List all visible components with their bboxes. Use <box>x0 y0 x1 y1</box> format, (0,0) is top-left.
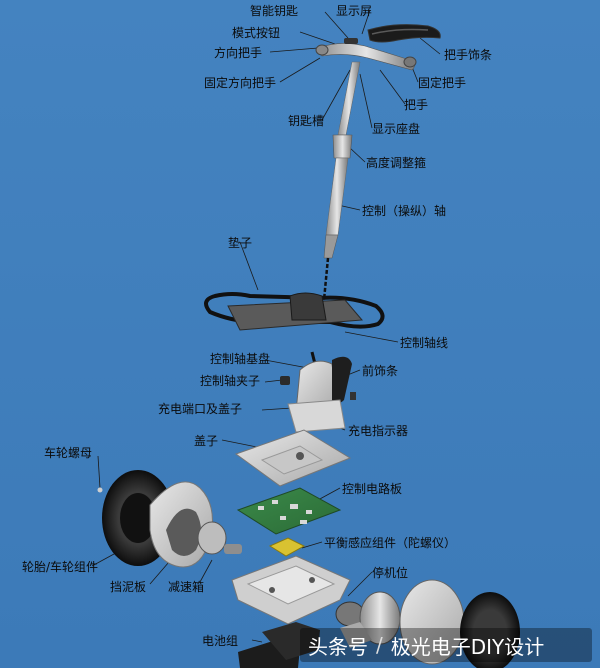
label-charge-port-cover: 充电端口及盖子 <box>158 402 243 416</box>
cover-plate <box>234 429 352 487</box>
watermark: 头条号 / 极光电子DIY设计 <box>300 628 592 662</box>
leader-lines <box>91 9 441 643</box>
label-gyro-sensor: 平衡感应组件（陀螺仪） <box>324 536 457 550</box>
label-control-shaft-wire: 控制轴线 <box>400 336 449 350</box>
label-fixed-direction-handle: 固定方向把手 <box>204 76 277 90</box>
control-shaft <box>322 61 361 301</box>
label-battery: 电池组 <box>202 634 239 648</box>
label-charge-indicator: 充电指示器 <box>348 424 409 438</box>
label-wheel-nut: 车轮螺母 <box>44 446 93 460</box>
label-key-slot: 钥匙槽 <box>288 114 325 128</box>
circuit-board <box>236 487 342 535</box>
label-direction-handle: 方向把手 <box>214 46 263 60</box>
label-fixed-handle: 固定把手 <box>418 76 467 90</box>
label-mode-button: 模式按钮 <box>232 26 281 40</box>
label-stop-bit: 停机位 <box>372 566 409 580</box>
label-front-trim: 前饰条 <box>362 364 399 378</box>
handlebar <box>315 24 441 71</box>
watermark-author: 极光电子DIY设计 <box>390 634 545 659</box>
label-cover: 盖子 <box>194 434 219 448</box>
label-control-shaft-base: 控制轴基盘 <box>210 352 271 366</box>
label-control-shaft-clip: 控制轴夹子 <box>200 374 261 388</box>
label-height-adjust-hoop: 高度调整箍 <box>366 156 427 170</box>
shaft-base <box>280 351 356 433</box>
watermark-source: 头条号 <box>308 634 368 659</box>
label-display-base: 显示座盘 <box>372 122 421 136</box>
label-gearbox: 减速箱 <box>168 580 205 594</box>
label-fender: 挡泥板 <box>110 580 147 594</box>
gyro-assembly <box>268 537 306 557</box>
label-handle: 把手 <box>404 98 429 112</box>
label-control-board: 控制电路板 <box>342 482 403 496</box>
label-tire-wheel: 轮胎/车轮组件 <box>22 560 99 574</box>
label-smart-key: 智能钥匙 <box>250 4 299 18</box>
pad <box>204 292 385 331</box>
label-control-shaft: 控制（操纵）轴 <box>362 204 447 218</box>
watermark-separator: / <box>376 633 383 657</box>
label-handle-trim: 把手饰条 <box>444 48 493 62</box>
battery-pack <box>238 622 372 668</box>
right-wheel-group <box>335 579 520 668</box>
label-pad: 垫子 <box>228 236 253 250</box>
left-wheel-group <box>97 470 242 568</box>
label-display-screen: 显示屏 <box>336 4 373 18</box>
chassis <box>231 555 351 625</box>
